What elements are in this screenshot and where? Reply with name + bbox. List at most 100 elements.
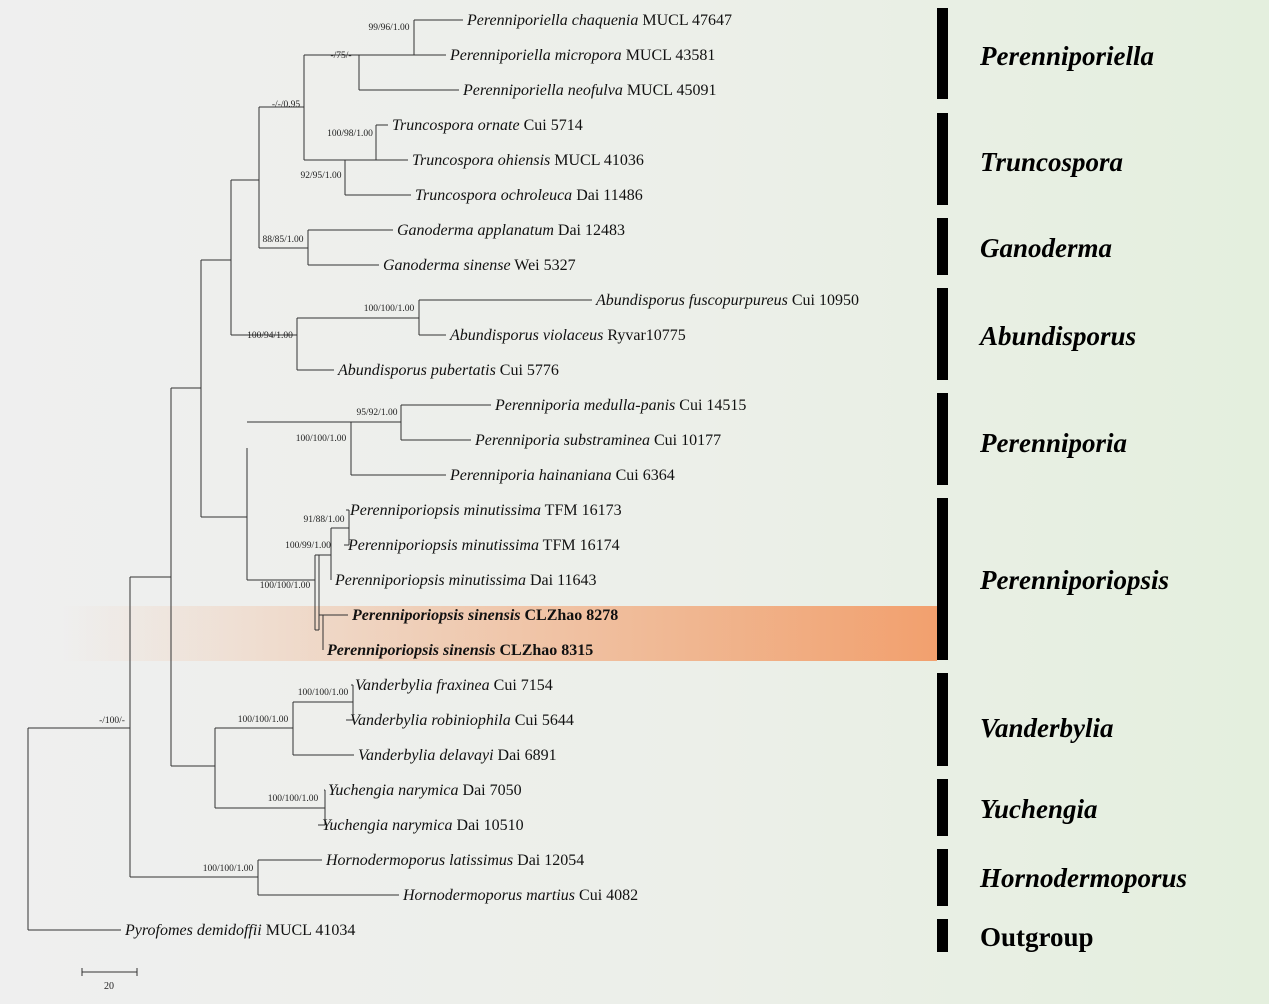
- taxon-voucher: Dai 7050: [459, 782, 522, 799]
- support-value: 95/92/1.00: [357, 408, 398, 418]
- clade-label: Perenniporia: [979, 428, 1127, 458]
- taxon-species: Yuchengia narymica: [322, 817, 453, 834]
- taxon-species: Abundisporus fuscopurpureus: [595, 292, 788, 309]
- taxon-species: Perenniporiopsis sinensis: [351, 607, 520, 624]
- highlight-band: [60, 606, 937, 661]
- taxon-label: Perenniporiella micropora MUCL 43581: [449, 47, 715, 64]
- taxon-voucher: MUCL 47647: [638, 12, 732, 29]
- taxon-voucher: Wei 5327: [511, 257, 576, 274]
- support-value: 100/100/1.00: [203, 864, 254, 874]
- taxon-species: Truncospora ochroleuca: [415, 187, 572, 204]
- support-value: -/75/-: [330, 51, 351, 61]
- taxon-label: Pyrofomes demidoffii MUCL 41034: [124, 922, 355, 939]
- taxon-label: Vanderbylia delavayi Dai 6891: [358, 747, 557, 764]
- taxon-voucher: Cui 5776: [496, 362, 559, 379]
- taxon-label: Vanderbylia fraxinea Cui 7154: [355, 677, 553, 694]
- taxon-label: Perenniporiella neofulva MUCL 45091: [462, 82, 716, 99]
- clade-bar: [937, 393, 948, 485]
- clade-label: Vanderbylia: [980, 713, 1114, 743]
- taxon-voucher: TFM 16174: [539, 537, 620, 554]
- taxon-label: Perenniporiopsis sinensis CLZhao 8278: [351, 607, 618, 624]
- taxon-voucher: Dai 11486: [572, 187, 643, 204]
- taxon-voucher: Dai 11643: [526, 572, 597, 589]
- support-value: 100/100/1.00: [260, 581, 311, 591]
- taxon-label: Abundisporus fuscopurpureus Cui 10950: [595, 292, 859, 309]
- taxon-voucher: Cui 5644: [511, 712, 574, 729]
- taxon-voucher: CLZhao 8315: [495, 642, 593, 659]
- taxon-species: Perenniporia medulla-panis: [494, 397, 675, 414]
- taxon-species: Abundisporus violaceus: [449, 327, 603, 344]
- clade-label: Hornodermoporus: [979, 863, 1187, 893]
- taxon-species: Perenniporiella chaquenia: [466, 12, 638, 29]
- taxon-voucher: Cui 10950: [788, 292, 859, 309]
- taxon-species: Hornodermoporus latissimus: [325, 852, 513, 869]
- taxon-voucher: CLZhao 8278: [520, 607, 618, 624]
- taxon-voucher: MUCL 45091: [623, 82, 717, 99]
- taxon-species: Ganoderma sinense: [383, 257, 511, 274]
- support-value: 88/85/1.00: [263, 235, 304, 245]
- clade-bar: [937, 113, 948, 205]
- taxon-label: Hornodermoporus latissimus Dai 12054: [325, 852, 584, 869]
- taxon-species: Yuchengia narymica: [328, 782, 459, 799]
- support-value: 100/100/1.00: [364, 304, 415, 314]
- taxon-voucher: Dai 12054: [513, 852, 584, 869]
- taxon-voucher: Cui 5714: [520, 117, 583, 134]
- taxon-voucher: Cui 10177: [650, 432, 721, 449]
- taxon-species: Truncospora ohiensis: [412, 152, 550, 169]
- taxon-species: Ganoderma applanatum: [397, 222, 554, 239]
- taxon-species: Vanderbylia fraxinea: [355, 677, 490, 694]
- clade-label: Perenniporiopsis: [979, 565, 1169, 595]
- taxon-voucher: Cui 14515: [675, 397, 746, 414]
- taxon-voucher: Cui 6364: [612, 467, 675, 484]
- support-value: 100/100/1.00: [296, 434, 347, 444]
- taxon-label: Perenniporiopsis minutissima Dai 11643: [334, 572, 596, 589]
- support-value: -/-/0.95: [272, 100, 300, 110]
- support-value: 99/96/1.00: [369, 23, 410, 33]
- clade-bar: [937, 673, 948, 766]
- taxon-species: Perenniporiopsis sinensis: [326, 642, 495, 659]
- taxon-voucher: Dai 10510: [453, 817, 524, 834]
- support-values: 99/96/1.00-/75/-100/98/1.0092/95/1.00-/-…: [99, 23, 414, 874]
- clade-label: Truncospora: [980, 147, 1123, 177]
- clade-label: Outgroup: [980, 922, 1094, 952]
- clade-bar: [937, 779, 948, 836]
- taxon-species: Vanderbylia delavayi: [358, 747, 494, 764]
- support-value: -/100/-: [99, 716, 125, 726]
- support-value: 100/100/1.00: [238, 715, 289, 725]
- taxon-species: Vanderbylia robiniophila: [350, 712, 511, 729]
- taxon-label: Truncospora ornate Cui 5714: [392, 117, 583, 134]
- clade-label: Abundisporus: [978, 321, 1136, 351]
- taxon-label: Perenniporiella chaquenia MUCL 47647: [466, 12, 732, 29]
- clade-bar: [937, 8, 948, 99]
- clade-bar: [937, 919, 948, 952]
- taxon-label: Truncospora ochroleuca Dai 11486: [415, 187, 643, 204]
- clade-bar: [937, 288, 948, 380]
- support-value: 91/88/1.00: [304, 515, 345, 525]
- taxon-species: Abundisporus pubertatis: [337, 362, 496, 379]
- taxon-species: Hornodermoporus martius: [402, 887, 575, 904]
- support-value: 100/99/1.00: [285, 541, 331, 551]
- taxon-label: Perenniporia hainaniana Cui 6364: [449, 467, 675, 484]
- taxon-voucher: Cui 7154: [490, 677, 553, 694]
- scale-bar: 20: [81, 968, 138, 992]
- taxon-species: Pyrofomes demidoffii: [124, 922, 262, 939]
- taxon-voucher: Dai 12483: [554, 222, 625, 239]
- clade-labels: PerenniporiellaTruncosporaGanodermaAbund…: [937, 8, 1187, 952]
- taxon-label: Ganoderma applanatum Dai 12483: [397, 222, 625, 239]
- support-value: 92/95/1.00: [301, 171, 342, 181]
- taxon-species: Perenniporia substraminea: [474, 432, 650, 449]
- taxon-species: Perenniporiopsis minutissima: [347, 537, 539, 554]
- clade-label: Perenniporiella: [979, 41, 1154, 71]
- taxon-species: Perenniporiopsis minutissima: [334, 572, 526, 589]
- clade-bar: [937, 849, 948, 906]
- taxon-label: Perenniporiopsis minutissima TFM 16173: [349, 502, 622, 519]
- taxon-label: Perenniporiopsis sinensis CLZhao 8315: [326, 642, 593, 659]
- taxon-voucher: Ryvar10775: [603, 327, 685, 344]
- clade-label: Ganoderma: [980, 233, 1112, 263]
- taxon-label: Yuchengia narymica Dai 7050: [328, 782, 522, 799]
- taxon-voucher: Dai 6891: [494, 747, 557, 764]
- taxon-species: Perenniporiopsis minutissima: [349, 502, 541, 519]
- taxon-label: Yuchengia narymica Dai 10510: [322, 817, 524, 834]
- taxon-voucher: MUCL 41036: [550, 152, 644, 169]
